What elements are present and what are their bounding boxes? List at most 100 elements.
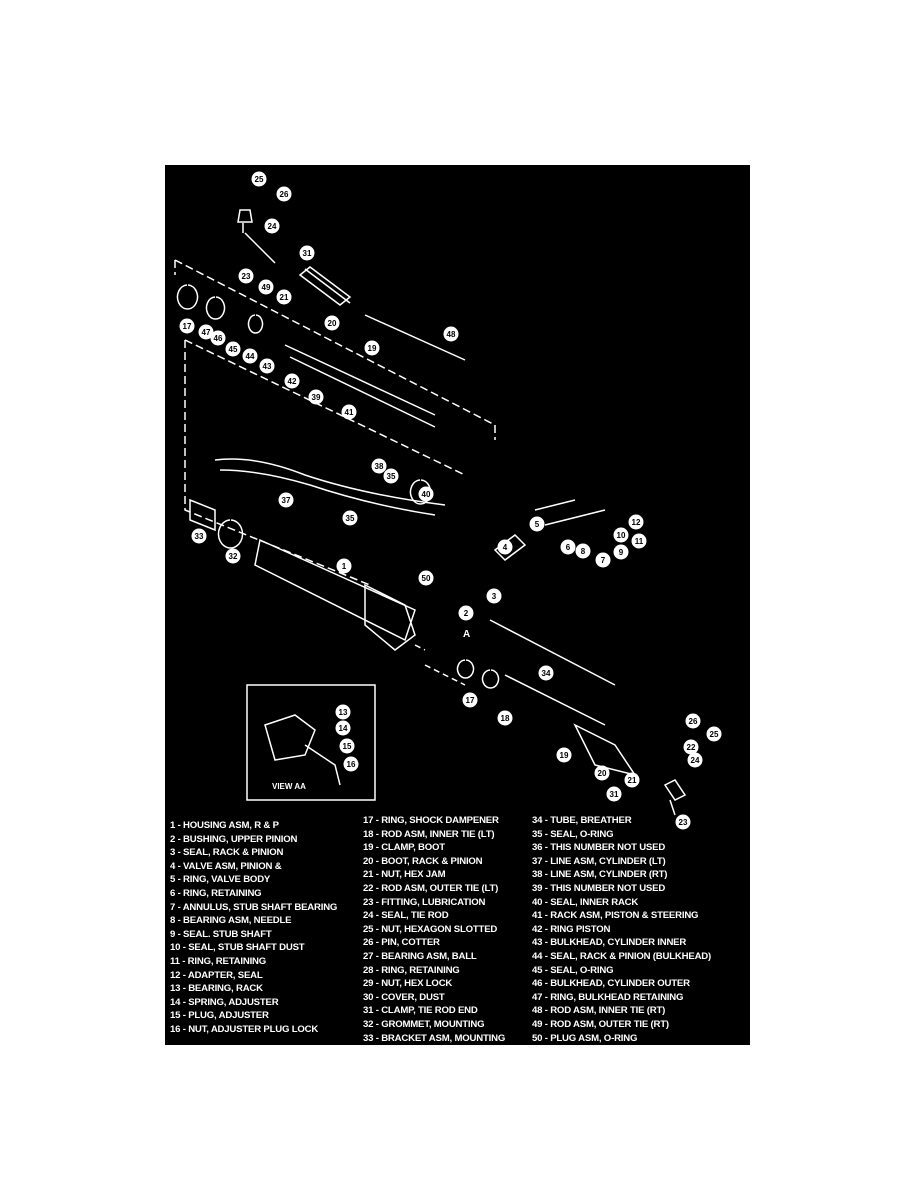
- legend-item: 7 - ANNULUS, STUB SHAFT BEARING: [170, 901, 338, 913]
- callout-31: 31: [606, 786, 622, 802]
- callout-20: 20: [594, 765, 610, 781]
- callout-1: 1: [336, 558, 352, 574]
- legend-item: 4 - VALVE ASM, PINION &: [170, 860, 282, 872]
- callout-circle: [556, 747, 572, 763]
- callout-number: 15: [343, 742, 352, 751]
- callout-circle: [198, 324, 214, 340]
- callout-circle: [276, 186, 292, 202]
- callout-circle: [462, 692, 478, 708]
- legend-item: 33 - BRACKET ASM, MOUNTING: [363, 1032, 506, 1044]
- legend-item: 3 - SEAL, RACK & PINION: [170, 847, 284, 859]
- callout-17: 17: [462, 692, 478, 708]
- callout-31: 31: [299, 245, 315, 261]
- legend-item: 2 - BUSHING, UPPER PINION: [170, 833, 298, 845]
- callout-circle: [225, 341, 241, 357]
- callout-number: 47: [202, 328, 211, 337]
- legend-item: 16 - NUT, ADJUSTER PLUG LOCK: [170, 1023, 319, 1035]
- legend-item: 1 - HOUSING ASM, R & P: [170, 820, 279, 831]
- callout-34: 34: [538, 665, 554, 681]
- callout-circle: [210, 330, 226, 346]
- legend-item: 36 - THIS NUMBER NOT USED: [532, 842, 666, 854]
- callout-45: 45: [225, 341, 241, 357]
- callout-number: 31: [303, 249, 312, 258]
- callout-number: 23: [242, 272, 251, 281]
- callout-number: 13: [339, 708, 348, 717]
- callout-circle: [258, 279, 274, 295]
- callout-25: 25: [251, 171, 267, 187]
- callout-number: 4: [503, 543, 508, 552]
- callout-11: 11: [631, 533, 647, 549]
- callout-number: 48: [447, 330, 456, 339]
- callout-number: 10: [617, 531, 626, 540]
- bracket-and-grommet: [189, 498, 244, 549]
- callout-number: 25: [255, 175, 264, 184]
- callout-circle: [179, 318, 195, 334]
- callout-number: 21: [280, 293, 289, 302]
- callout-number: 3: [492, 592, 497, 601]
- legend-item: 8 - BEARING ASM, NEEDLE: [170, 915, 292, 927]
- callout-17: 17: [179, 318, 195, 334]
- callout-circle: [341, 404, 357, 420]
- callout-circle: [613, 544, 629, 560]
- callout-number: 17: [183, 322, 192, 331]
- callout-circle: [251, 171, 267, 187]
- callout-number: 49: [262, 283, 271, 292]
- callout-circle: [335, 704, 351, 720]
- callout-number: 41: [345, 408, 354, 417]
- pinion-housing: [364, 583, 416, 651]
- callout-circle: [418, 570, 434, 586]
- callout-19: 19: [364, 340, 380, 356]
- callout-number: 11: [635, 537, 644, 546]
- alignment-lines: [174, 259, 496, 476]
- callout-number: 43: [263, 362, 272, 371]
- callout-number: 38: [375, 462, 384, 471]
- callout-47: 47: [198, 324, 214, 340]
- callout-number: 20: [328, 319, 337, 328]
- callout-number: 35: [346, 514, 355, 523]
- callout-23: 23: [238, 268, 254, 284]
- callout-circle: [706, 726, 722, 742]
- callout-number: 44: [246, 352, 255, 361]
- callout-circle: [225, 548, 241, 564]
- callout-circle: [238, 268, 254, 284]
- callout-circle: [486, 588, 502, 604]
- legend-item: 11 - RING, RETAINING: [170, 955, 267, 967]
- callout-15: 15: [339, 738, 355, 754]
- callout-number: 39: [312, 393, 321, 402]
- callout-circle: [628, 514, 644, 530]
- callout-circle: [308, 389, 324, 405]
- callout-19: 19: [556, 747, 572, 763]
- callout-number: 16: [347, 760, 356, 769]
- callout-number: 19: [560, 751, 569, 760]
- callout-circle: [242, 348, 258, 364]
- callout-50: 50: [418, 570, 434, 586]
- callout-circle: [371, 458, 387, 474]
- callout-number: 9: [619, 548, 624, 557]
- inset-rack-bearing: [264, 714, 341, 786]
- callout-circle: [383, 468, 399, 484]
- callout-41: 41: [341, 404, 357, 420]
- legend-item: 26 - PIN, COTTER: [363, 937, 440, 949]
- callout-circle: [335, 720, 351, 736]
- callout-number: 21: [628, 776, 637, 785]
- callout-number: 17: [466, 696, 475, 705]
- legend-item: 10 - SEAL, STUB SHAFT DUST: [170, 942, 305, 954]
- callout-33: 33: [191, 528, 207, 544]
- callout-circle: [324, 315, 340, 331]
- callout-number: 26: [689, 717, 698, 726]
- legend-item: 21 - NUT, HEX JAM: [363, 869, 446, 881]
- rack-piston: [284, 344, 436, 428]
- legend-item: 42 - RING PISTON: [532, 923, 611, 935]
- callout-48: 48: [443, 326, 459, 342]
- callout-number: 24: [268, 222, 277, 231]
- callout-24: 24: [687, 752, 703, 768]
- callout-circle: [538, 665, 554, 681]
- legend-item: 48 - ROD ASM, INNER TIE (RT): [532, 1005, 666, 1017]
- callout-25: 25: [706, 726, 722, 742]
- callout-circle: [276, 289, 292, 305]
- legend-item: 23 - FITTING, LUBRICATION: [363, 896, 486, 908]
- outer-tie-rod-rt: [237, 209, 276, 264]
- callout-number: 6: [566, 543, 571, 552]
- callout-number: 2: [464, 609, 469, 618]
